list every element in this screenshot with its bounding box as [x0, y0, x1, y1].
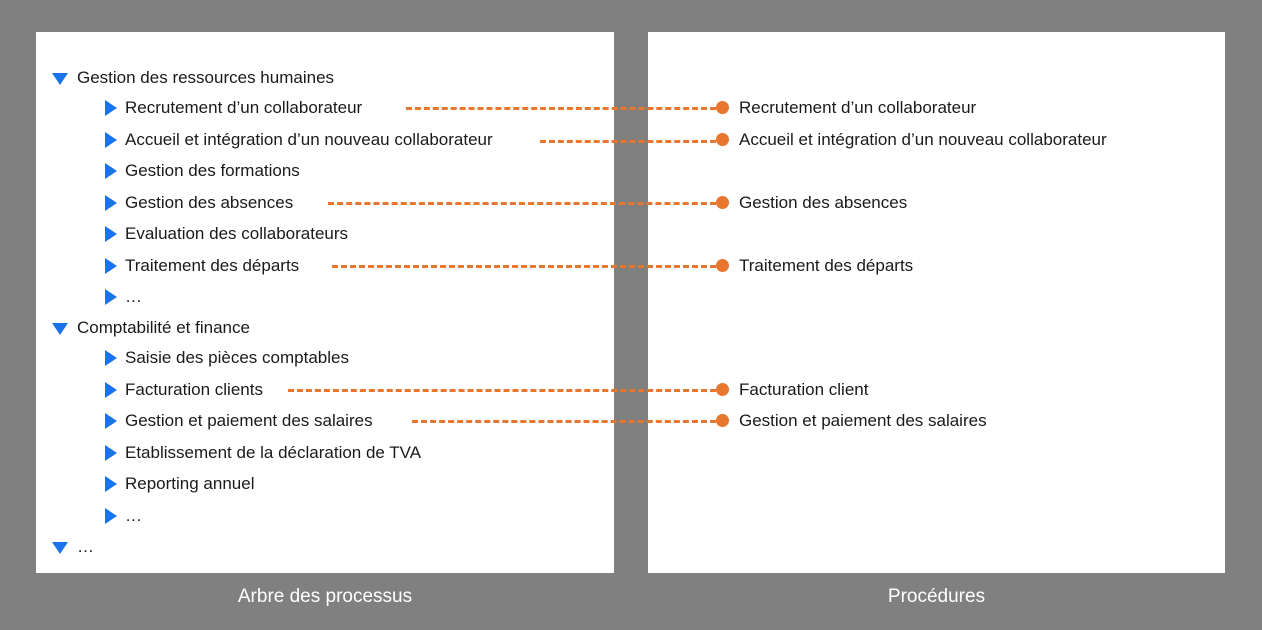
procedure-row[interactable]: Facturation client: [648, 374, 868, 405]
dot-icon: [716, 383, 729, 396]
procedure-label: Recrutement d’un collaborateur: [739, 98, 977, 117]
tree-row-label: …: [125, 287, 143, 306]
tree-row[interactable]: Etablissement de la déclaration de TVA: [36, 437, 421, 468]
caret-down-icon[interactable]: [52, 322, 68, 335]
tree-row-label: …: [125, 506, 143, 525]
procedure-label: Gestion des absences: [739, 193, 908, 212]
tree-row[interactable]: Gestion des absences: [36, 187, 293, 218]
dot-icon: [716, 196, 729, 209]
caret-right-icon[interactable]: [105, 194, 117, 211]
tree-row[interactable]: Accueil et intégration d’un nouveau coll…: [36, 124, 493, 155]
tree-row[interactable]: Evaluation des collaborateurs: [36, 218, 348, 249]
tree-row[interactable]: Reporting annuel: [36, 468, 254, 499]
caret-right-icon[interactable]: [105, 381, 117, 398]
caret-right-icon[interactable]: [105, 412, 117, 429]
tree-row[interactable]: Comptabilité et finance: [36, 312, 250, 343]
tree-row-label: Traitement des départs: [125, 256, 300, 275]
procedures-caption: Procédures: [887, 586, 986, 607]
tree-row[interactable]: …: [36, 500, 143, 531]
tree-row-label: Etablissement de la déclaration de TVA: [125, 443, 422, 462]
tree-row-label: Gestion des absences: [125, 193, 294, 212]
tree-row[interactable]: …: [36, 531, 95, 562]
caret-down-icon[interactable]: [52, 72, 68, 85]
tree-row-label: Gestion et paiement des salaires: [125, 411, 373, 430]
procedure-label: Traitement des départs: [739, 256, 914, 275]
tree-row[interactable]: Gestion et paiement des salaires: [36, 405, 373, 436]
procedure-label: Gestion et paiement des salaires: [739, 411, 987, 430]
procedure-label: Accueil et intégration d’un nouveau coll…: [739, 130, 1107, 149]
tree-row[interactable]: Saisie des pièces comptables: [36, 342, 349, 373]
tree-row-label: Saisie des pièces comptables: [125, 348, 349, 367]
process-tree-caption: Arbre des processus: [237, 586, 413, 607]
caret-right-icon[interactable]: [105, 444, 117, 461]
caret-down-icon[interactable]: [52, 541, 68, 554]
tree-row[interactable]: Facturation clients: [36, 374, 263, 405]
procedure-row[interactable]: Recrutement d’un collaborateur: [648, 92, 976, 123]
tree-row-label: Accueil et intégration d’un nouveau coll…: [125, 130, 493, 149]
caret-right-icon[interactable]: [105, 99, 117, 116]
tree-row[interactable]: Gestion des ressources humaines: [36, 62, 334, 93]
tree-row-label: Evaluation des collaborateurs: [125, 224, 349, 243]
dot-icon: [716, 133, 729, 146]
procedure-row[interactable]: Gestion des absences: [648, 187, 907, 218]
tree-row-label: Comptabilité et finance: [77, 318, 250, 337]
procedure-row[interactable]: Accueil et intégration d’un nouveau coll…: [648, 124, 1107, 155]
caret-right-icon[interactable]: [105, 288, 117, 305]
tree-row[interactable]: Traitement des départs: [36, 250, 299, 281]
caret-right-icon[interactable]: [105, 475, 117, 492]
procedure-row[interactable]: Gestion et paiement des salaires: [648, 405, 987, 436]
tree-row-label: Recrutement d’un collaborateur: [125, 98, 363, 117]
tree-row-label: Gestion des ressources humaines: [77, 68, 335, 87]
tree-row[interactable]: Gestion des formations: [36, 155, 300, 186]
procedure-row[interactable]: Traitement des départs: [648, 250, 913, 281]
tree-row[interactable]: …: [36, 281, 143, 312]
dot-icon: [716, 414, 729, 427]
tree-row-label: Gestion des formations: [125, 161, 300, 180]
dot-icon: [716, 259, 729, 272]
caret-right-icon[interactable]: [105, 507, 117, 524]
tree-row[interactable]: Recrutement d’un collaborateur: [36, 92, 362, 123]
caret-right-icon[interactable]: [105, 131, 117, 148]
tree-row-label: …: [77, 537, 95, 556]
caret-right-icon[interactable]: [105, 349, 117, 366]
dot-icon: [716, 101, 729, 114]
caret-right-icon[interactable]: [105, 257, 117, 274]
tree-row-label: Reporting annuel: [125, 474, 255, 493]
caret-right-icon[interactable]: [105, 162, 117, 179]
caret-right-icon[interactable]: [105, 225, 117, 242]
tree-row-label: Facturation clients: [125, 380, 263, 399]
procedure-label: Facturation client: [739, 380, 869, 399]
